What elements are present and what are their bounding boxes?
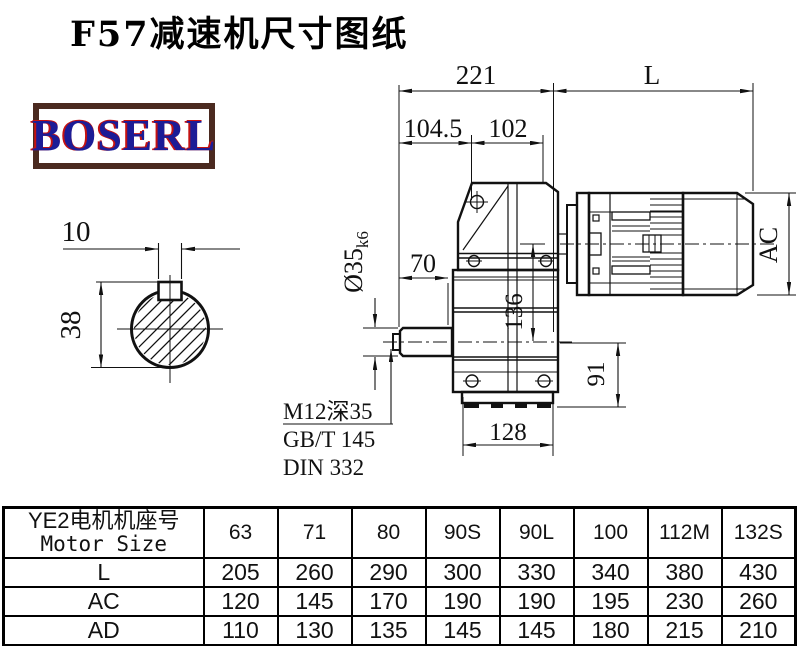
dim-AC: AC <box>754 227 783 263</box>
table-row: AD 110 130 135 145 145 180 215 210 <box>2 614 797 646</box>
table-cell: 260 <box>720 585 797 617</box>
table-row: AC 120 145 170 190 190 195 230 260 <box>2 585 797 617</box>
dim-38: 38 <box>55 311 87 340</box>
dim-136: 136 <box>501 293 528 331</box>
table-col-header: 71 <box>276 506 353 559</box>
table-cell: 170 <box>350 585 427 617</box>
table-col-header: 90S <box>424 506 501 559</box>
table-cell: 190 <box>424 585 501 617</box>
table-cell: 340 <box>572 556 649 588</box>
table-cell: 180 <box>572 614 649 646</box>
table-cell: 145 <box>424 614 501 646</box>
row-label: AC <box>2 585 205 617</box>
dim-102: 102 <box>489 114 528 143</box>
gearbox-motor-view <box>283 83 796 456</box>
shaft-section-view <box>63 243 240 383</box>
dim-128: 128 <box>489 419 527 446</box>
table-header-motor-size: YE2电机机座号 Motor Size <box>2 506 205 559</box>
table-cell: 260 <box>276 556 353 588</box>
table-cell: 145 <box>276 585 353 617</box>
motor-size-table: YE2电机机座号 Motor Size 63 71 80 90S 90L 100… <box>2 506 797 646</box>
fan-cowl <box>681 191 755 297</box>
table-col-header: 112M <box>646 506 723 559</box>
centerlines <box>383 243 776 343</box>
housing-joint-lines <box>453 252 558 361</box>
table-col-header: 90L <box>498 506 575 559</box>
table-cell: 145 <box>498 614 575 646</box>
dim-key-height-lines <box>91 281 168 369</box>
boserl-logo-text: BOSERL <box>31 111 217 160</box>
motor-fins <box>612 198 683 290</box>
table-cell: 230 <box>646 585 723 617</box>
dim-70: 70 <box>410 249 436 278</box>
dimension-lines <box>283 88 792 448</box>
table-col-header: 63 <box>202 506 279 559</box>
table-col-header: 132S <box>720 506 797 559</box>
bolt-holes <box>463 191 554 388</box>
table-cell: 195 <box>572 585 649 617</box>
table-cell: 120 <box>202 585 279 617</box>
dim-10: 10 <box>62 216 91 248</box>
table-col-header: 100 <box>572 506 649 559</box>
dim-shaft-dia: Ø35k6 <box>339 231 372 293</box>
table-cell: 135 <box>350 614 427 646</box>
row-label: AD <box>2 614 205 646</box>
note-din: DIN 332 <box>283 455 364 480</box>
dim-221: 221 <box>456 60 497 90</box>
table-row: L 205 260 290 300 330 340 380 430 <box>2 556 797 588</box>
page-title: F57减速机尺寸图纸 <box>70 14 409 55</box>
gearbox-base <box>460 390 555 405</box>
dim-L: L <box>644 60 661 90</box>
table-cell: 130 <box>276 614 353 646</box>
extension-lines <box>363 83 796 456</box>
table-col-header: 80 <box>350 506 427 559</box>
dim-key-width-lines <box>63 243 240 279</box>
table-cell: 330 <box>498 556 575 588</box>
center-cross <box>117 275 223 383</box>
table-cell: 290 <box>350 556 427 588</box>
table-cell: 205 <box>202 556 279 588</box>
note-gbt: GB/T 145 <box>283 427 375 452</box>
note-tap-hole: M12深35 <box>283 399 372 424</box>
boserl-logo: BOSERL <box>31 103 217 169</box>
table-cell: 300 <box>424 556 501 588</box>
table-cell: 110 <box>202 614 279 646</box>
housing-ribs <box>507 184 518 392</box>
dim-91: 91 <box>583 362 610 387</box>
table-cell: 215 <box>646 614 723 646</box>
table-cell: 430 <box>720 556 797 588</box>
table-cell: 380 <box>646 556 723 588</box>
table-cell: 210 <box>720 614 797 646</box>
base-feet <box>464 403 551 408</box>
dim-104-5: 104.5 <box>404 114 463 143</box>
housing-thin-lines <box>453 276 558 373</box>
row-label: L <box>2 556 205 588</box>
table-cell: 190 <box>498 585 575 617</box>
technical-drawing: 221 L 104.5 102 70 128 10 38 136 91 AC Ø… <box>55 60 796 480</box>
